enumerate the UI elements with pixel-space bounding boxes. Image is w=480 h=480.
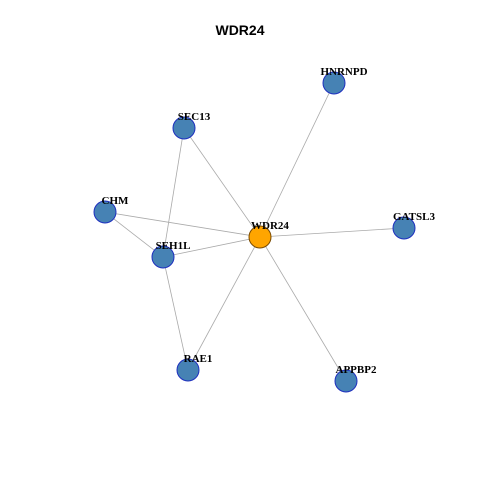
edge-wdr24-gatsl3 — [259, 227, 405, 238]
edge-wdr24-sec13 — [183, 127, 261, 238]
node-wdr24[interactable] — [248, 225, 272, 249]
edge-seh1l-rae1 — [162, 256, 189, 371]
edge-wdr24-appbp2 — [259, 236, 347, 382]
node-label-wdr24: WDR24 — [251, 220, 289, 232]
node-seh1l[interactable] — [151, 245, 175, 269]
node-label-chm: CHM — [102, 195, 130, 207]
nodes-layer — [93, 71, 416, 393]
node-label-gatsl3: GATSL3 — [393, 211, 435, 223]
edge-wdr24-seh1l — [162, 236, 261, 258]
node-label-sec13: SEC13 — [178, 111, 211, 123]
edge-sec13-seh1l — [162, 127, 185, 258]
edges-layer — [104, 82, 405, 382]
node-label-hnrnpd: HNRNPD — [320, 66, 367, 78]
edge-wdr24-chm — [104, 211, 261, 238]
node-label-rae1: RAE1 — [184, 353, 213, 365]
node-gatsl3[interactable] — [392, 216, 416, 240]
edge-wdr24-rae1 — [187, 236, 261, 371]
edge-wdr24-hnrnpd — [259, 82, 335, 238]
node-label-seh1l: SEH1L — [156, 240, 191, 252]
edge-chm-seh1l — [104, 211, 164, 258]
graph-title: WDR24 — [215, 22, 265, 38]
node-chm[interactable] — [93, 200, 117, 224]
node-sec13[interactable] — [172, 116, 196, 140]
node-hnrnpd[interactable] — [322, 71, 346, 95]
node-appbp2[interactable] — [334, 369, 358, 393]
node-rae1[interactable] — [176, 358, 200, 382]
node-label-appbp2: APPBP2 — [336, 364, 377, 376]
